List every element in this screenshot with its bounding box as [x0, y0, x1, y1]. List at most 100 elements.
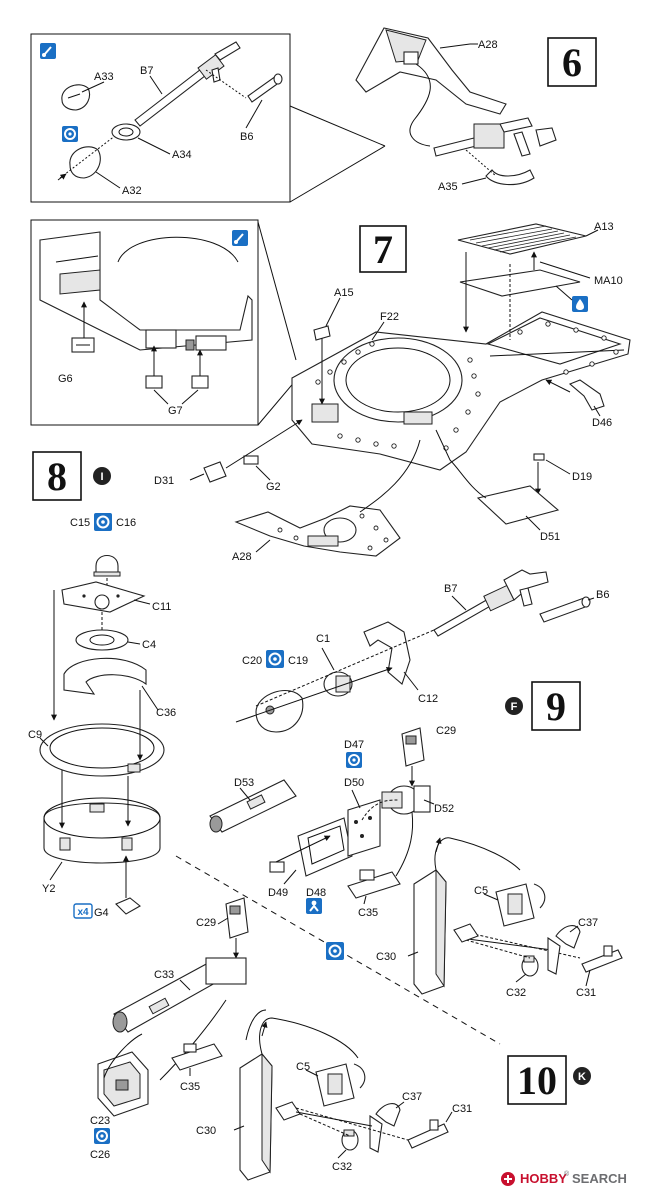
label-d48: D48	[306, 887, 326, 899]
part-f22	[291, 311, 631, 471]
part-d46	[568, 379, 605, 411]
label-a35: A35	[438, 181, 458, 193]
part-g4	[115, 897, 141, 915]
part-y2	[43, 797, 161, 864]
cement-icon	[94, 513, 112, 531]
label-c33: C33	[154, 969, 174, 981]
part-a28-mid	[234, 505, 401, 557]
circle-marker-k: K	[573, 1067, 591, 1085]
part-ma10	[459, 269, 581, 297]
label-d47: D47	[344, 739, 364, 751]
cement-icon	[266, 650, 284, 668]
part-a28-top	[355, 27, 507, 115]
cement-icon	[346, 752, 362, 768]
label-c9: C9	[28, 729, 42, 741]
label-f22: F22	[380, 311, 399, 323]
label-c35-s9: C35	[358, 907, 378, 919]
label-a28-mid: A28	[232, 551, 252, 563]
step-9-label: 9	[546, 684, 566, 729]
part-d50	[347, 799, 381, 857]
label-a15: A15	[334, 287, 354, 299]
part-a32	[57, 131, 121, 181]
part-c37-s9	[555, 925, 581, 949]
label-g2: G2	[266, 481, 281, 493]
label-c31-s10: C31	[452, 1103, 472, 1115]
label-a13: A13	[594, 221, 614, 233]
part-c30-s9	[413, 868, 447, 995]
step-8-label: 8	[47, 454, 67, 499]
label-d19: D19	[572, 471, 592, 483]
label-c32-s10: C32	[332, 1161, 352, 1173]
part-c5-s9	[495, 883, 546, 927]
label-a33: A33	[94, 71, 114, 83]
circle-marker-f: F	[505, 697, 523, 715]
label-a34: A34	[172, 149, 192, 161]
label-c5-s9: C5	[474, 885, 488, 897]
step-number-8: 8	[32, 451, 82, 501]
label-c5-s10: C5	[296, 1061, 310, 1073]
part-c32-s10	[341, 1129, 359, 1151]
step-6-label: 6	[562, 40, 582, 85]
part-a13	[457, 223, 587, 255]
label-c15: C15	[70, 517, 90, 529]
part-c37-s10	[375, 1103, 401, 1127]
circle-marker-k-label: K	[578, 1071, 586, 1083]
glue-icon	[62, 126, 78, 142]
part-c20	[255, 689, 304, 733]
part-c31-s10	[407, 1119, 449, 1149]
part-b7-inset	[134, 41, 241, 127]
part-c11	[61, 581, 146, 613]
label-c16: C16	[116, 517, 136, 529]
part-d52	[381, 785, 431, 815]
label-g6: G6	[58, 373, 73, 385]
label-c26: C26	[90, 1149, 110, 1161]
part-c9	[39, 723, 165, 777]
watermark-brand: HOBBY	[520, 1171, 567, 1186]
part-c35-s9	[347, 869, 401, 899]
label-c35-s10: C35	[180, 1081, 200, 1093]
step-10: K	[94, 897, 591, 1181]
step-10-label: 10	[517, 1058, 557, 1103]
label-c4: C4	[142, 639, 156, 651]
part-c36	[63, 657, 147, 695]
part-d53	[209, 779, 297, 833]
step-number-10: 10	[507, 1055, 567, 1105]
watermark-reg: ®	[564, 1170, 570, 1178]
part-c35-s10	[171, 1043, 223, 1071]
part-g7	[145, 375, 209, 389]
part-a35	[433, 117, 557, 186]
label-d49: D49	[268, 887, 288, 899]
label-a28-top: A28	[478, 39, 498, 51]
step-7	[30, 219, 631, 557]
step-7-label: 7	[373, 227, 393, 272]
label-b6-s9: B6	[596, 589, 609, 601]
part-d49	[297, 817, 353, 877]
label-b7-inset: B7	[140, 65, 153, 77]
part-c29-s10	[225, 897, 249, 939]
paint-brush-icon	[232, 230, 248, 246]
part-c29-s9	[401, 727, 425, 767]
step-8: x4 I	[39, 467, 165, 919]
watermark-rest: SEARCH	[572, 1171, 627, 1186]
label-c30-s10: C30	[196, 1125, 216, 1137]
part-c33	[112, 957, 247, 1033]
part-a34	[111, 123, 141, 141]
step-number-6: 6	[547, 37, 597, 87]
part-c31-s9	[581, 945, 623, 973]
label-d31: D31	[154, 475, 174, 487]
part-d48	[269, 861, 285, 873]
part-g2	[243, 455, 259, 465]
label-c19: C19	[288, 655, 308, 667]
part-a15	[313, 325, 331, 341]
part-c30-s10	[239, 1052, 273, 1181]
hobbysearch-logo-icon	[501, 1172, 515, 1186]
part-b7	[433, 569, 549, 637]
circle-marker-i-label: I	[100, 471, 103, 483]
part-c23	[97, 1051, 149, 1117]
part-d51	[476, 485, 560, 525]
turret-interior-inset	[39, 231, 253, 351]
label-g4: G4	[94, 907, 109, 919]
label-c32-s9: C32	[506, 987, 526, 999]
label-ma10: MA10	[594, 275, 623, 287]
